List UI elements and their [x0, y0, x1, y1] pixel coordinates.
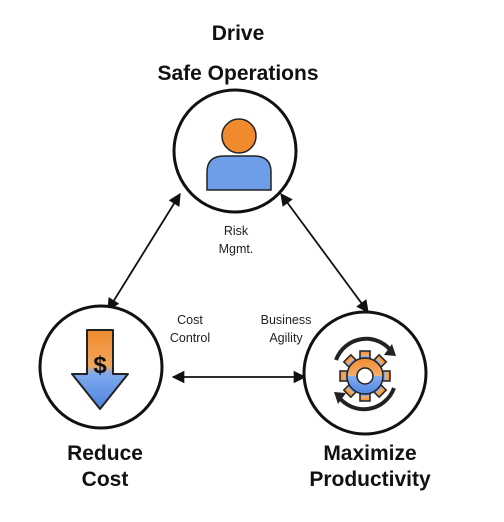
left-node-title-line1: Reduce	[67, 442, 143, 465]
dollar-down-arrow-icon: $	[71, 329, 129, 410]
edge-label-agility-line2: Agility	[269, 331, 303, 345]
edge-label-risk-line2: Mgmt.	[218, 242, 254, 256]
person-icon	[206, 118, 272, 191]
arrow-top-right	[280, 192, 369, 314]
edge-label-cost-line2: Control	[169, 331, 211, 345]
edge-label-cost-line1: Cost	[177, 313, 203, 327]
arrow-top-left	[107, 192, 181, 312]
svg-text:$: $	[93, 352, 107, 379]
right-node-title-line2: Productivity	[309, 468, 431, 491]
gear-cycle-icon	[334, 336, 396, 412]
top-node-title-line1: Drive	[211, 22, 265, 45]
top-node-title-line2: Safe Operations	[157, 62, 319, 85]
edge-label-risk-line1: Risk	[223, 224, 249, 238]
edge-label-agility-line1: Business	[260, 313, 312, 327]
left-node-title-line2: Cost	[81, 468, 129, 491]
right-node-title-line1: Maximize	[323, 442, 417, 465]
